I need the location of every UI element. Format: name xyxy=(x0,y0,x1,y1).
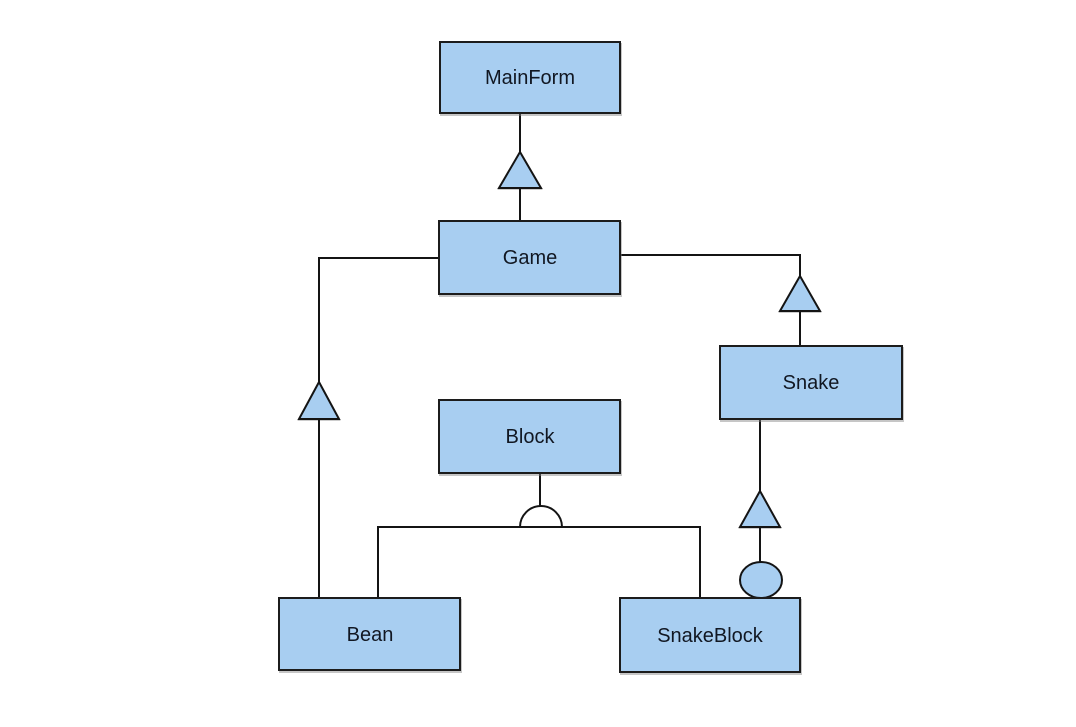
half-circle-connector-icon xyxy=(519,505,563,528)
inheritance-arrow-icon xyxy=(497,150,543,189)
inheritance-arrow-icon xyxy=(778,273,822,312)
edge-block-branch xyxy=(377,473,701,598)
node-bean: Bean xyxy=(278,597,461,671)
inheritance-arrow-icon xyxy=(738,488,782,528)
node-box xyxy=(278,597,461,671)
edge-segment xyxy=(377,526,701,598)
node-box xyxy=(619,597,801,673)
edge-bean-to-game xyxy=(297,257,440,598)
edge-segment xyxy=(620,254,801,277)
edge-snakeblock-to-snake xyxy=(738,419,783,599)
edge-segment xyxy=(318,257,440,382)
edge-game-to-mainform xyxy=(497,113,543,221)
inheritance-arrow-icon xyxy=(297,379,341,420)
node-snake-label: Snake xyxy=(783,372,840,394)
node-box xyxy=(438,220,621,295)
circle-connector-icon xyxy=(739,561,783,599)
node-box xyxy=(719,345,903,420)
node-mainform: MainForm xyxy=(439,41,621,114)
node-snake: Snake xyxy=(719,345,903,420)
edge-snake-to-game xyxy=(620,254,822,346)
node-box xyxy=(439,41,621,114)
node-snakeblock-label: SnakeBlock xyxy=(657,625,764,647)
node-game: Game xyxy=(438,220,621,295)
node-block-label: Block xyxy=(506,426,556,448)
node-block: Block xyxy=(438,399,621,474)
node-bean-label: Bean xyxy=(347,624,394,646)
node-game-label: Game xyxy=(503,247,557,269)
node-snakeblock: SnakeBlock xyxy=(619,597,801,673)
node-mainform-label: MainForm xyxy=(485,67,575,89)
node-box xyxy=(438,399,621,474)
